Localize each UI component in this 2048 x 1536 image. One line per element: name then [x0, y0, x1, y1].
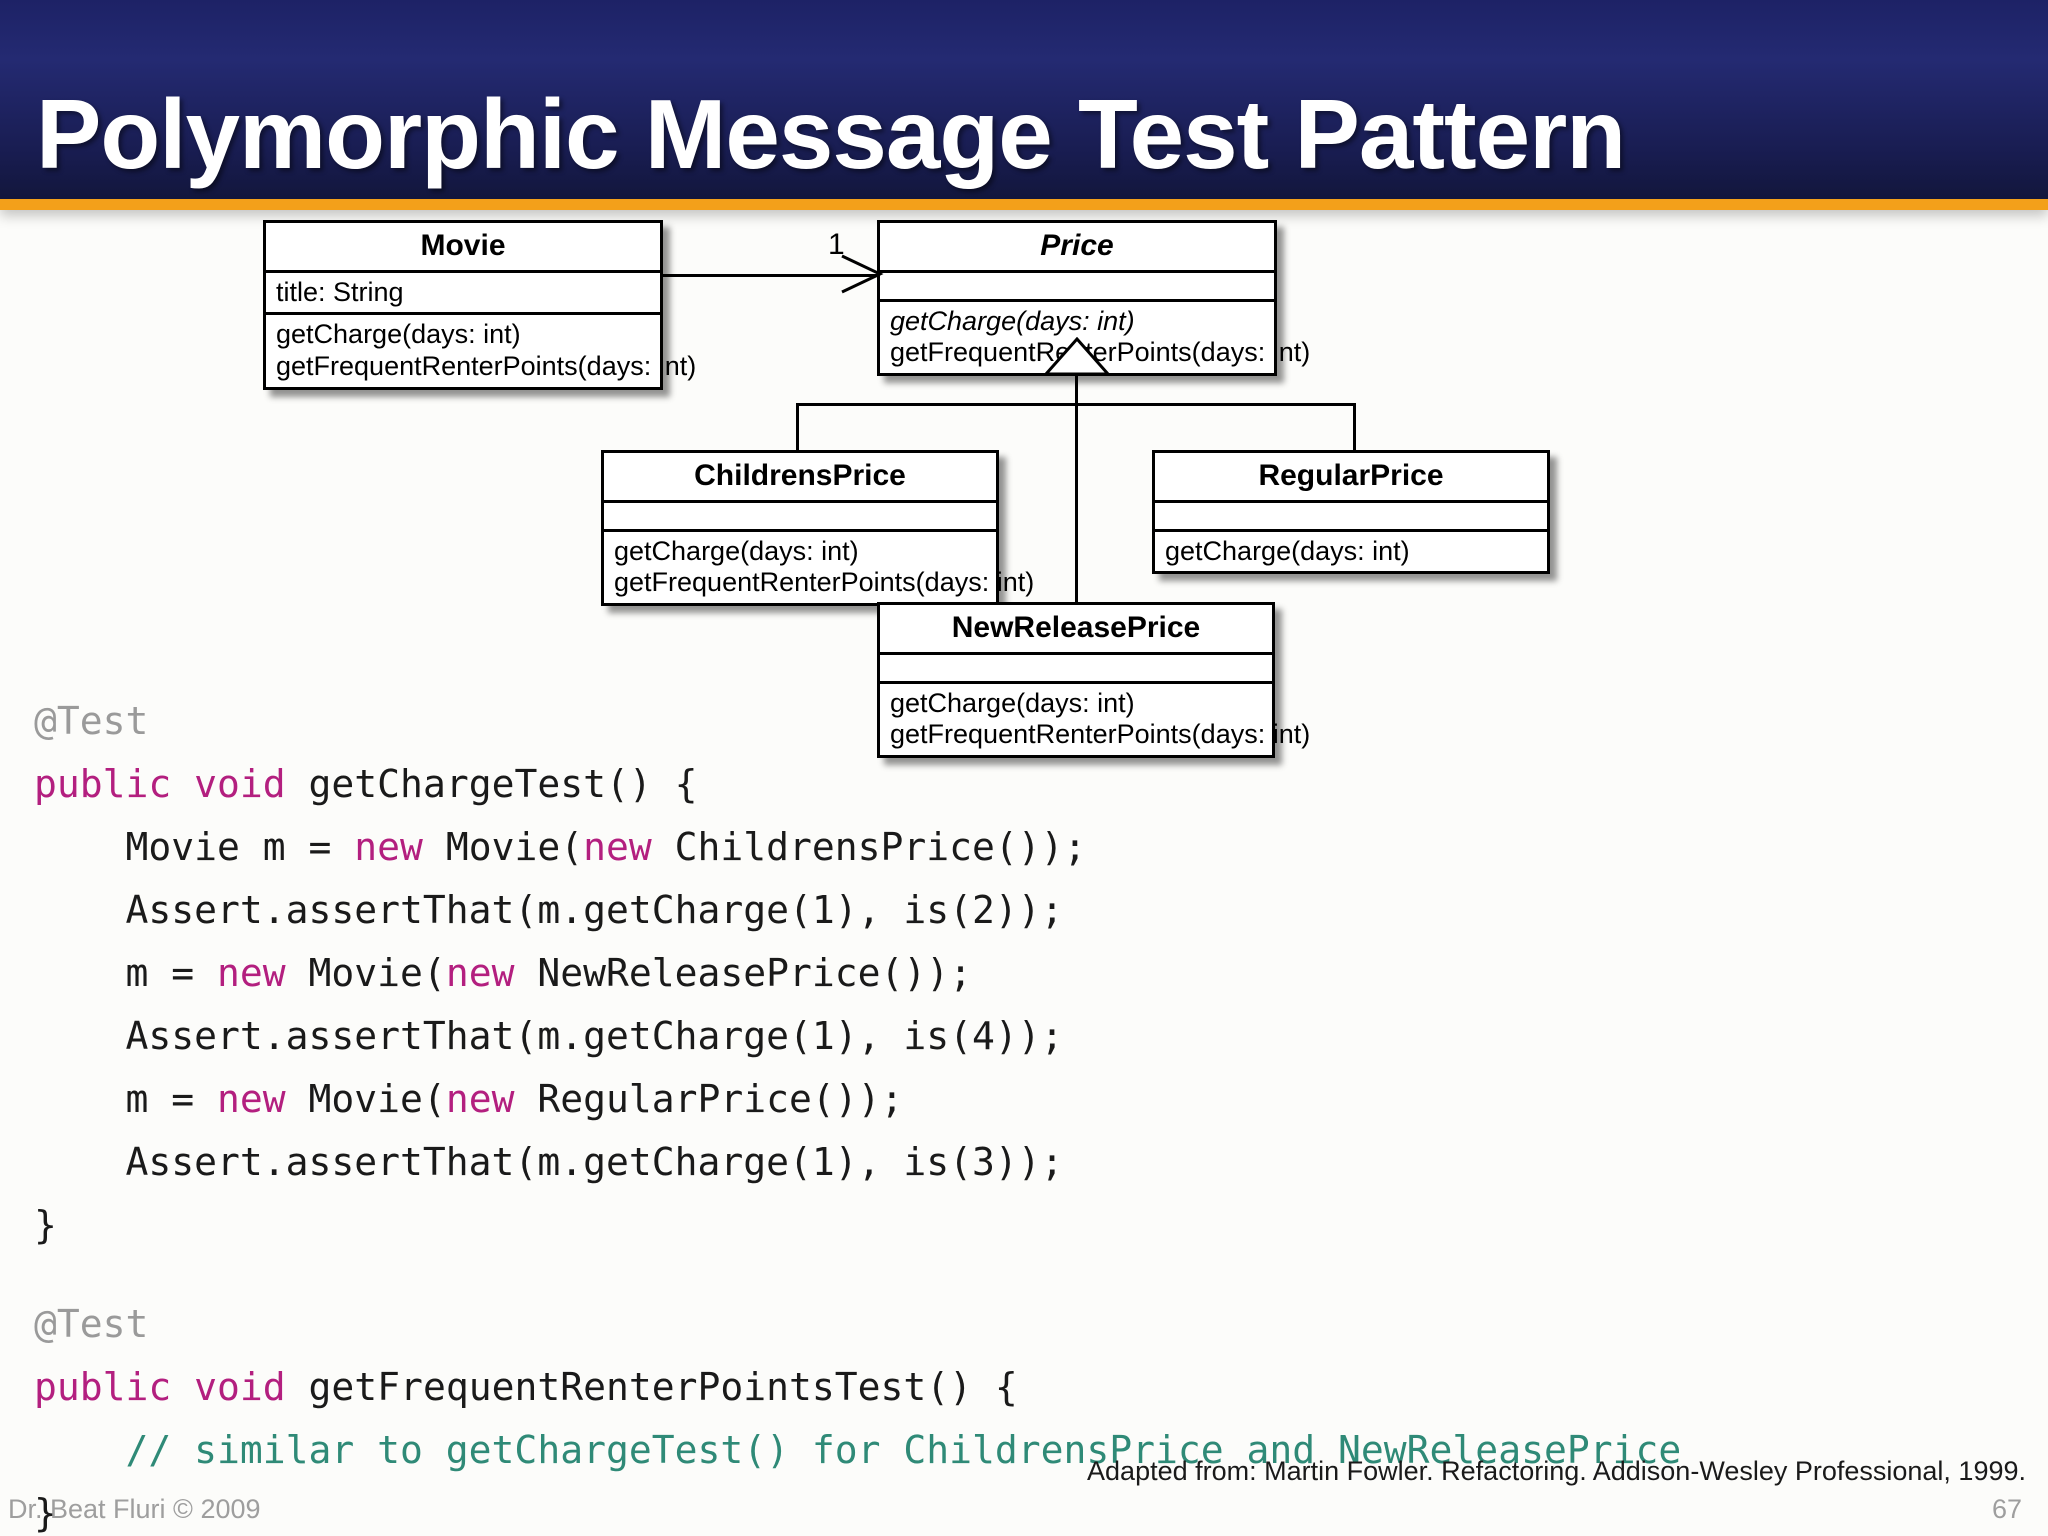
code-token-kw: new [445, 1077, 515, 1121]
uml-class-price: Price getCharge(days: int) getFrequentRe… [877, 220, 1311, 377]
association-arrowhead [841, 254, 884, 294]
uml-class-movie: Movie title: String getCharge(days: int)… [263, 220, 697, 391]
code-line: Assert.assertThat(m.getCharge(1), is(3))… [34, 1131, 1681, 1194]
code-token-plain: Movie( [422, 825, 584, 869]
uml-method: getFrequentRenterPoints(days: int) [276, 351, 697, 382]
uml-class-childrensprice-attributes [604, 503, 996, 532]
code-token-kw: new [217, 951, 286, 995]
title-banner: Polymorphic Message Test Pattern [0, 0, 2048, 210]
uml-class-price-title: Price [880, 223, 1274, 273]
generalization-triangle-icon [1042, 337, 1112, 376]
uml-method: getCharge(days: int) [890, 305, 1135, 336]
code-token-plain: } [34, 1491, 57, 1535]
code-token-ann: @Test [34, 699, 149, 743]
code-token-kw: public void [34, 1365, 286, 1409]
code-token-kw: new [217, 1077, 286, 1121]
code-token-plain: getFrequentRenterPointsTest() { [285, 1365, 1018, 1409]
code-line: public void getFrequentRenterPointsTest(… [34, 1356, 1681, 1419]
uml-class-movie-attributes: title: String [266, 273, 660, 316]
uml-class-regularprice-title: RegularPrice [1155, 453, 1547, 503]
uml-class-regularprice-methods: getCharge(days: int) [1155, 532, 1547, 572]
code-token-plain: Movie m = [34, 825, 355, 869]
uml-class-movie-methods: getCharge(days: int) getFrequentRenterPo… [266, 315, 697, 387]
uml-method: getFrequentRenterPoints(days: int) [890, 719, 1311, 750]
uml-class-price-methods: getCharge(days: int) getFrequentRenterPo… [880, 302, 1311, 374]
code-token-plain: Assert.assertThat(m.getCharge(1), is(3))… [34, 1140, 1064, 1184]
code-token-plain: Movie( [285, 951, 446, 995]
uml-class-regularprice-attributes [1155, 503, 1547, 532]
page-title: Polymorphic Message Test Pattern [36, 79, 1626, 189]
uml-class-price-attributes [880, 273, 1274, 302]
code-token-kw: new [445, 951, 515, 995]
code-token-kw: new [354, 825, 423, 869]
code-token-plain: Assert.assertThat(m.getCharge(1), is(2))… [34, 888, 1064, 932]
code-line: Assert.assertThat(m.getCharge(1), is(4))… [34, 1005, 1681, 1068]
uml-method: getCharge(days: int) [1165, 535, 1410, 566]
uml-method: getCharge(days: int) [614, 535, 859, 566]
uml-method: getFrequentRenterPoints(days: int) [614, 567, 1035, 598]
uml-class-newreleaseprice: NewReleasePrice getCharge(days: int) get… [877, 602, 1311, 759]
generalization-branch-childrens [796, 403, 799, 451]
generalization-branch-regular [1353, 403, 1356, 451]
code-line: @Test [34, 1293, 1681, 1356]
code-token-plain: Movie( [285, 1077, 446, 1121]
uml-class-movie-title: Movie [266, 223, 660, 273]
code-token-plain: NewReleasePrice()); [514, 951, 973, 995]
code-token-plain: getChargeTest() { [285, 762, 698, 806]
uml-method: getCharge(days: int) [890, 687, 1135, 718]
uml-attribute: title: String [276, 276, 404, 307]
code-token-plain: Assert.assertThat(m.getCharge(1), is(4))… [34, 1014, 1064, 1058]
code-line: } [34, 1194, 1681, 1257]
page-number: 67 [1991, 1494, 2022, 1524]
code-token-plain: RegularPrice()); [514, 1077, 904, 1121]
uml-class-newreleaseprice-title: NewReleasePrice [880, 605, 1272, 655]
uml-class-regularprice: RegularPrice getCharge(days: int) [1152, 450, 1550, 575]
code-token-cmt: // similar to getChargeTest() for Childr… [34, 1428, 1682, 1472]
association-line-movie-price [663, 274, 878, 277]
code-token-plain: m = [34, 951, 218, 995]
code-line: m = new Movie(new NewReleasePrice()); [34, 942, 1681, 1005]
code-token-kw: new [583, 825, 652, 869]
uml-class-childrensprice: ChildrensPrice getCharge(days: int) getF… [601, 450, 1035, 607]
code-line: // similar to getChargeTest() for Childr… [34, 1419, 1682, 1482]
code-line: public void getChargeTest() { [34, 753, 1681, 816]
code-token-plain: ChildrensPrice()); [651, 825, 1087, 869]
footer-credit: Dr. Beat Fluri © 2009 [8, 1494, 261, 1524]
code-line: Assert.assertThat(m.getCharge(1), is(2))… [34, 879, 1681, 942]
uml-method: getFrequentRenterPoints(days: int) [890, 337, 1311, 368]
uml-method: getCharge(days: int) [276, 319, 521, 350]
uml-class-newreleaseprice-methods: getCharge(days: int) getFrequentRenterPo… [880, 684, 1311, 756]
code-line: } [34, 1482, 1681, 1536]
uml-class-newreleaseprice-attributes [880, 655, 1272, 684]
code-listing: @Test public void getChargeTest() { Movie… [34, 690, 1681, 1536]
code-token-plain: m = [34, 1077, 218, 1121]
generalization-stem [1075, 374, 1078, 406]
code-blank-line [34, 1257, 1681, 1293]
code-token-ann: @Test [34, 1302, 149, 1346]
attribution-text: Adapted from: Martin Fowler. Refactoring… [1087, 1456, 2026, 1486]
uml-class-childrensprice-methods: getCharge(days: int) getFrequentRenterPo… [604, 532, 1035, 604]
code-token-kw: public void [34, 762, 286, 806]
code-line: Movie m = new Movie(new ChildrensPrice()… [34, 816, 1681, 879]
code-token-plain: } [34, 1203, 57, 1247]
generalization-branch-newrelease [1075, 403, 1078, 603]
association-multiplicity-label: 1 [828, 228, 845, 261]
code-line: @Test [34, 690, 1681, 753]
uml-class-childrensprice-title: ChildrensPrice [604, 453, 996, 503]
code-line: m = new Movie(new RegularPrice()); [34, 1068, 1681, 1131]
